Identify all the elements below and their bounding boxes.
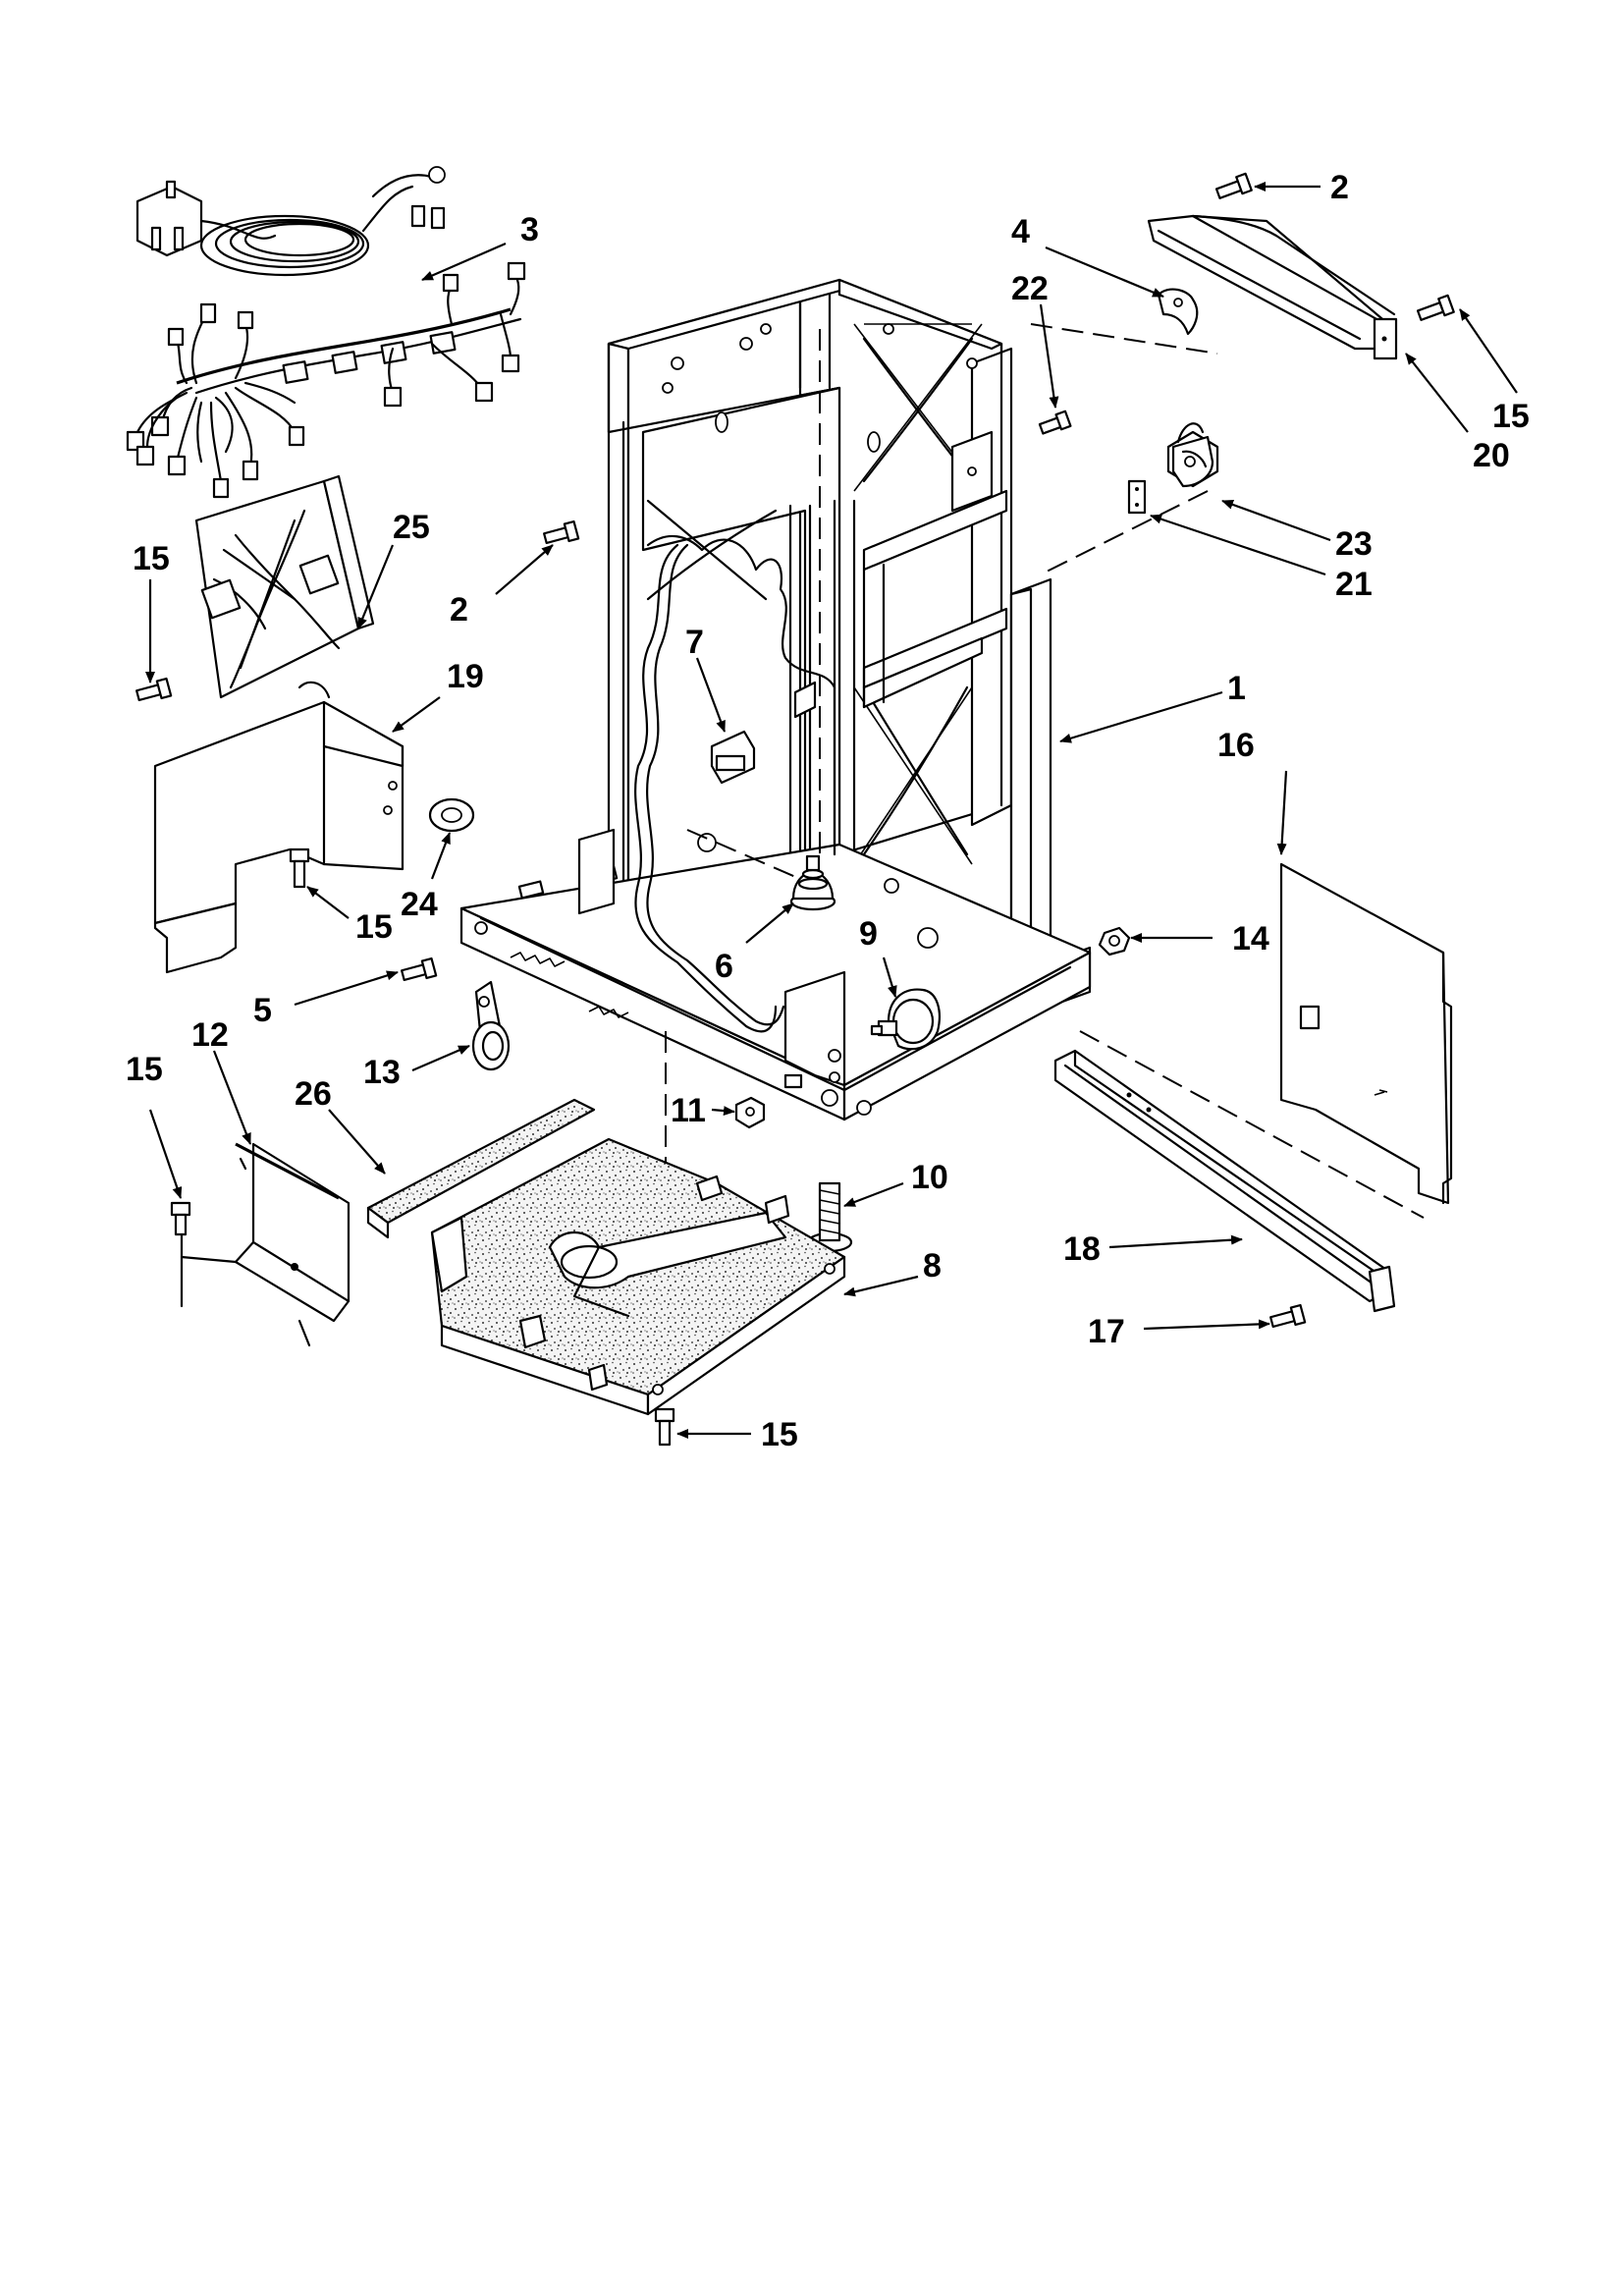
callout-20: 20 bbox=[1473, 437, 1510, 474]
screw-17 bbox=[1269, 1303, 1307, 1329]
callout-labels: 2 3 4 22 15 20 15 25 2 23 21 7 19 1 16 1… bbox=[126, 169, 1530, 1453]
leader-arrows bbox=[145, 182, 1518, 1439]
screw-15-bottom bbox=[654, 1407, 675, 1447]
callout-15-left: 15 bbox=[133, 540, 170, 577]
screw-2-top bbox=[1214, 172, 1253, 199]
callout-17: 17 bbox=[1088, 1313, 1125, 1350]
cabinet-base bbox=[459, 828, 1092, 1121]
screw-15-top bbox=[1416, 294, 1455, 321]
grommet-24 bbox=[428, 797, 475, 833]
strip-26 bbox=[366, 1098, 596, 1239]
shield-19 bbox=[153, 681, 404, 974]
nut-14 bbox=[1098, 926, 1131, 957]
bottom-pan-8 bbox=[430, 1137, 846, 1416]
callout-25: 25 bbox=[393, 509, 430, 546]
side-panel-16 bbox=[1279, 862, 1453, 1205]
callout-15-shield: 15 bbox=[355, 908, 393, 946]
callout-24: 24 bbox=[401, 886, 438, 923]
callout-5: 5 bbox=[253, 992, 272, 1029]
nut-11 bbox=[734, 1073, 803, 1129]
screw-15-shield bbox=[289, 847, 310, 889]
callout-4: 4 bbox=[1011, 213, 1030, 250]
callout-15-top-right: 15 bbox=[1492, 398, 1530, 435]
callout-6: 6 bbox=[715, 948, 733, 985]
bracket-12 bbox=[180, 1142, 351, 1347]
callout-2-mid: 2 bbox=[450, 591, 468, 629]
callout-10: 10 bbox=[911, 1159, 948, 1196]
wire-harness bbox=[126, 166, 526, 499]
door-switch-7 bbox=[710, 681, 817, 785]
callout-8: 8 bbox=[923, 1247, 942, 1285]
callout-23: 23 bbox=[1335, 525, 1373, 563]
caster-13 bbox=[471, 980, 511, 1071]
callout-26: 26 bbox=[295, 1075, 332, 1113]
callout-9: 9 bbox=[859, 915, 878, 953]
callout-18: 18 bbox=[1063, 1230, 1101, 1268]
screw-2-left bbox=[543, 519, 580, 545]
callout-2-top: 2 bbox=[1330, 169, 1349, 206]
callout-22: 22 bbox=[1011, 270, 1049, 307]
screw-5 bbox=[401, 957, 438, 982]
callout-1: 1 bbox=[1227, 670, 1246, 707]
internal-wiring bbox=[634, 543, 778, 1033]
rail-18 bbox=[1053, 1049, 1396, 1313]
clip-part bbox=[1157, 288, 1199, 336]
switch-assembly bbox=[1127, 422, 1219, 515]
callout-21: 21 bbox=[1335, 566, 1373, 603]
callout-15-bottom: 15 bbox=[761, 1416, 798, 1453]
screw-15-bracket bbox=[170, 1201, 191, 1236]
screw-22 bbox=[1038, 410, 1072, 435]
pressure-switch-9 bbox=[870, 988, 941, 1051]
screw-15-left bbox=[135, 677, 173, 702]
bellows-6 bbox=[789, 854, 836, 911]
callout-16: 16 bbox=[1217, 727, 1255, 764]
left-rear-panel bbox=[194, 474, 375, 699]
top-rail-bracket bbox=[1147, 214, 1398, 360]
callout-15-bracket: 15 bbox=[126, 1051, 163, 1088]
callout-13: 13 bbox=[363, 1054, 401, 1091]
cabinet-frame bbox=[607, 278, 1092, 1018]
callout-19: 19 bbox=[447, 658, 484, 695]
callout-14: 14 bbox=[1232, 920, 1269, 957]
cutaway-outline bbox=[646, 534, 836, 689]
callout-7: 7 bbox=[685, 624, 704, 661]
callout-11: 11 bbox=[671, 1092, 706, 1129]
callout-12: 12 bbox=[191, 1016, 229, 1054]
callout-3: 3 bbox=[520, 211, 539, 248]
